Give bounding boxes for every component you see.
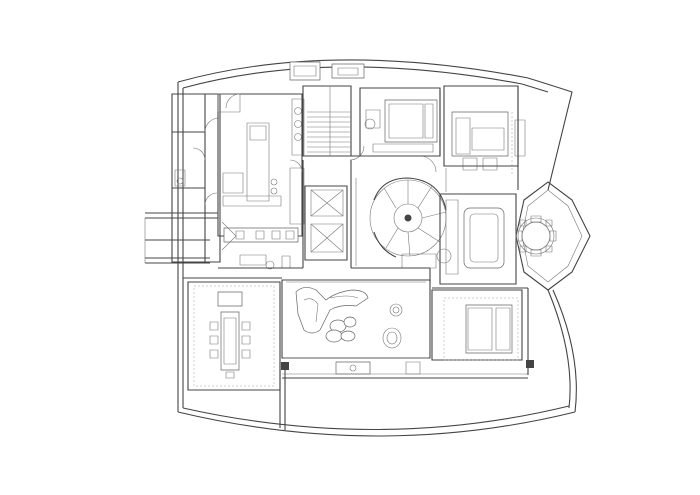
bedroom	[350, 88, 440, 172]
study	[444, 86, 525, 176]
living-room	[282, 280, 430, 374]
entry-corridor	[145, 213, 218, 263]
staircase	[290, 62, 364, 156]
west-dining-room	[188, 282, 280, 390]
octagonal-dining-nook	[516, 182, 590, 290]
balcony	[280, 360, 534, 430]
spiral-staircase	[370, 178, 446, 268]
dining-area	[437, 194, 516, 284]
interior-walls	[183, 86, 528, 375]
utility-room	[172, 94, 220, 262]
elevator-lobby	[303, 160, 351, 268]
lounge	[432, 290, 522, 360]
kitchen	[218, 94, 304, 269]
exterior-walls	[178, 60, 576, 436]
